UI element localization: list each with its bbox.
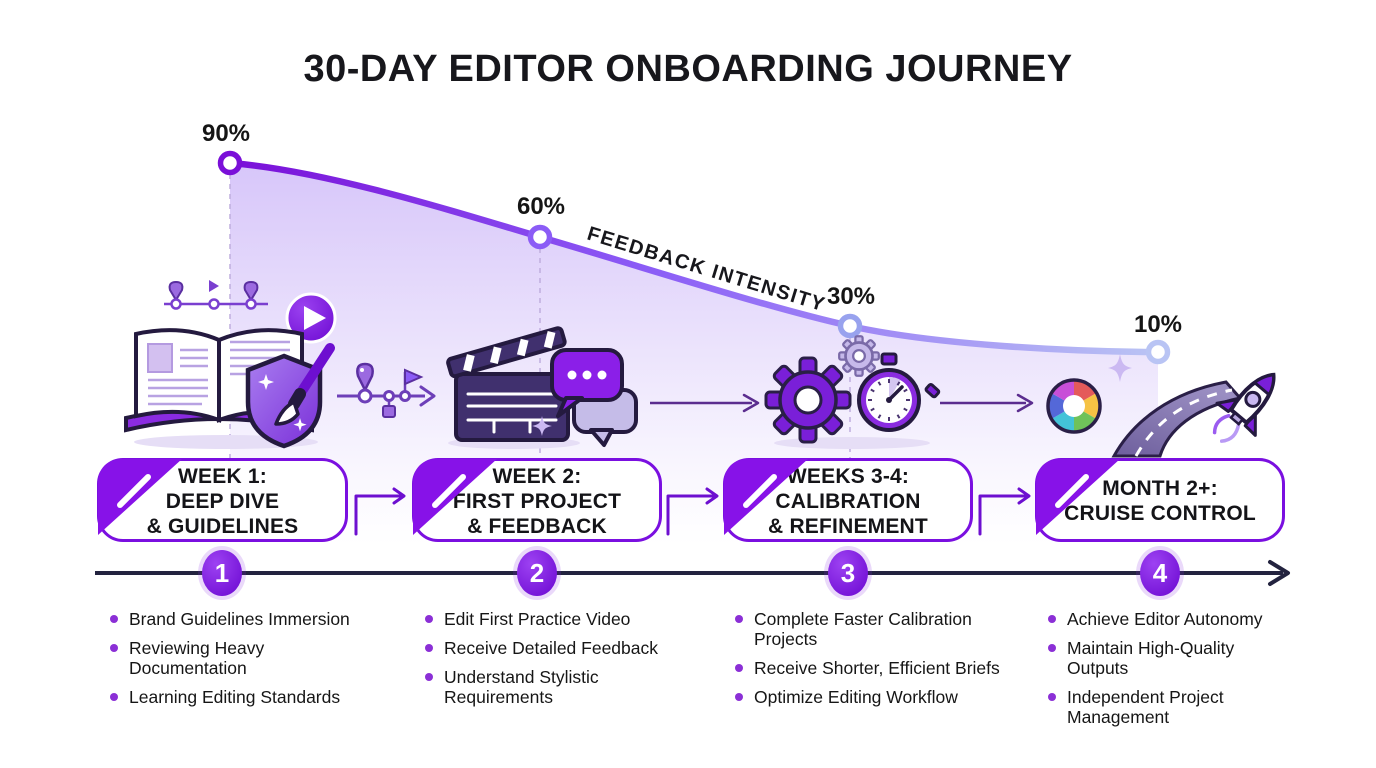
bullet-dot-icon [1048,615,1056,623]
bullet-text: Brand Guidelines Immersion [129,609,350,629]
bullet-dot-icon [110,693,118,701]
stage-1-label-box: WEEK 1: DEEP DIVE & GUIDELINES [97,458,348,542]
flag-icon [404,368,424,386]
clapperboard-icon [446,326,570,442]
list-item: Maintain High-Quality Outputs [1048,638,1303,678]
corner-badge-icon [413,459,497,535]
timeline-node-number: 4 [1153,558,1168,588]
small-gear-icon [838,335,880,377]
stage-arrow-icon [650,393,760,413]
milestone-decoration-icon [337,362,436,418]
curve-point-1 [217,150,243,176]
list-item: Brand Guidelines Immersion [110,609,365,629]
stage-3-heading: WEEKS 3-4: CALIBRATION & REFINEMENT [768,464,928,538]
stage-2-label-box: WEEK 2: FIRST PROJECT & FEEDBACK [412,458,662,542]
curve-point-3 [837,313,863,339]
map-pin-icon [356,362,374,393]
chat-bubbles-icon [550,348,638,447]
curve-point-4 [1145,339,1171,365]
bullet-text: Independent Project Management [1067,687,1224,727]
bullet-dot-icon [1048,644,1056,652]
play-button-icon [285,292,337,344]
list-item: Achieve Editor Autonomy [1048,609,1303,629]
bullet-dot-icon [110,644,118,652]
road-icon [1111,380,1243,458]
list-item: Edit First Practice Video [425,609,685,629]
timeline-node-number: 2 [530,558,544,588]
bullet-text: Reviewing Heavy Documentation [129,638,265,678]
bullet-text: Complete Faster Calibration Projects [754,609,972,649]
page-title: 30-DAY EDITOR ONBOARDING JOURNEY [303,48,1073,90]
bullet-dot-icon [735,693,743,701]
stage-arrow-icon [940,393,1034,413]
gear-icon [764,356,852,444]
bullet-text: Edit First Practice Video [444,609,631,629]
corner-badge-icon [724,459,808,535]
bullet-dot-icon [735,664,743,672]
feedback-curve-line [226,159,1162,356]
paintbrush-icon [274,343,335,426]
timeline-node-number: 3 [841,558,855,588]
stage2-icon-clapperboard-chat [446,326,638,449]
bullet-dot-icon [110,615,118,623]
stage-4-heading: MONTH 2+: CRUISE CONTROL [1064,477,1256,525]
bullet-dot-icon [1048,693,1056,701]
rocket-icon [1212,372,1276,443]
list-item: Complete Faster Calibration Projects [735,609,1025,649]
bullet-dot-icon [425,644,433,652]
stage-1-bullets: Brand Guidelines Immersion Reviewing Hea… [110,609,365,716]
list-item: Optimize Editing Workflow [735,687,1025,707]
timeline-node-3: 3 [824,546,872,600]
curve-area-fill [230,163,1158,545]
list-item: Independent Project Management [1048,687,1303,727]
mini-timeline-icon [164,280,268,310]
stage-2-heading: WEEK 2: FIRST PROJECT & FEEDBACK [452,464,622,538]
curve-point-label-1: 90% [202,120,250,147]
timeline-node-1: 1 [198,546,246,600]
timeline-node-number: 1 [215,558,229,588]
list-item: Receive Detailed Feedback [425,638,685,658]
bullet-text: Maintain High-Quality Outputs [1067,638,1235,678]
curve-point-label-2: 60% [517,193,565,220]
bullet-dot-icon [425,673,433,681]
stopwatch-icon [857,352,941,432]
stage-1-heading: WEEK 1: DEEP DIVE & GUIDELINES [146,464,299,538]
bullet-text: Receive Detailed Feedback [444,638,659,658]
stage3-icon-gears-stopwatch [764,335,941,449]
sparkle-icon [1108,354,1132,382]
stage-3-label-box: WEEKS 3-4: CALIBRATION & REFINEMENT [723,458,973,542]
stage4-icon-road-rocket [1046,354,1276,458]
stage1-icon-book-shield-brush [124,280,337,449]
stage-2-bullets: Edit First Practice Video Receive Detail… [425,609,685,716]
bullet-dot-icon [425,615,433,623]
sparkle-icon [532,416,552,436]
color-wheel-icon [1046,378,1102,434]
icon-shadow [774,437,930,449]
curve-point-label-3: 30% [827,283,875,310]
stage-4-bullets: Achieve Editor Autonomy Maintain High-Qu… [1048,609,1303,736]
list-item: Receive Shorter, Efficient Briefs [735,658,1025,678]
timeline-node-4: 4 [1136,546,1184,600]
shield-icon [245,353,323,449]
stage-3-bullets: Complete Faster Calibration Projects Rec… [735,609,1025,716]
bullet-text: Optimize Editing Workflow [754,687,958,707]
list-item: Understand Stylistic Requirements [425,667,685,707]
bullet-text: Achieve Editor Autonomy [1067,609,1263,629]
timeline-arrowhead-icon [1268,560,1290,586]
curve-point-label-4: 10% [1134,311,1182,338]
timeline: 1 2 3 4 [95,546,1290,600]
bullet-text: Understand Stylistic Requirements [444,667,599,707]
corner-badge-icon [98,459,182,535]
bullet-text: Receive Shorter, Efficient Briefs [754,658,1000,678]
stage-4-label-box: MONTH 2+: CRUISE CONTROL [1035,458,1285,542]
list-item: Reviewing Heavy Documentation [110,638,365,678]
list-item: Learning Editing Standards [110,687,365,707]
bullet-text: Learning Editing Standards [129,687,341,707]
curve-point-2 [527,224,553,250]
corner-badge-icon [1036,459,1120,535]
bullet-dot-icon [735,615,743,623]
timeline-node-2: 2 [513,546,561,600]
